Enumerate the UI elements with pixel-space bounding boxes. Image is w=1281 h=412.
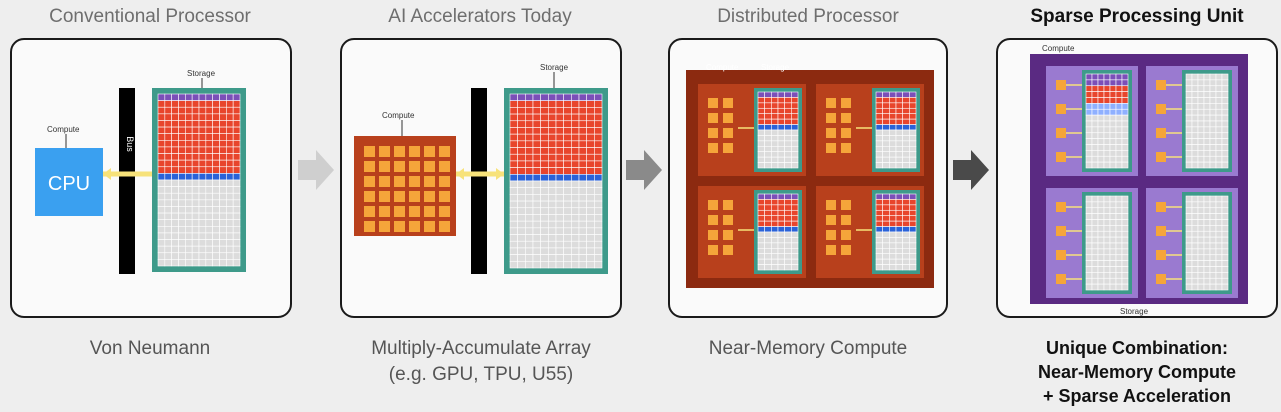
caption-line: Unique Combination: xyxy=(1046,338,1228,358)
sparse-tiles xyxy=(1046,66,1238,298)
storage-memory-block xyxy=(152,88,246,272)
compute-label: Compute xyxy=(47,125,80,134)
distributed-processor-panel: Compute Storage xyxy=(668,38,948,318)
caption-line: Von Neumann xyxy=(89,338,211,359)
sparse-diagram: Compute Storage xyxy=(1030,44,1248,316)
bus-bar xyxy=(471,88,487,274)
distributed-diagram: Compute Storage xyxy=(686,63,934,288)
stage-2-title: AI Accelerators Today xyxy=(388,6,572,27)
compute-label: Compute xyxy=(1042,44,1075,53)
arrow-1-icon xyxy=(298,150,334,190)
stage-4-caption: Unique Combination: Near-Memory Compute … xyxy=(996,336,1278,408)
accelerator-diagram: Compute Storage xyxy=(354,63,608,274)
cpu-label: CPU xyxy=(48,173,90,195)
compute-label: Compute xyxy=(706,63,739,72)
storage-label: Storage xyxy=(1120,307,1149,316)
distributed-tiles xyxy=(698,84,924,278)
stage-1-caption: Von Neumann xyxy=(10,336,290,362)
caption-line: (e.g. GPU, TPU, U55) xyxy=(388,364,574,385)
conventional-diagram: Compute CPU Bus Storage xyxy=(35,69,246,274)
storage-label: Storage xyxy=(540,63,569,72)
storage-memory-block xyxy=(504,88,608,274)
stage-1-title: Conventional Processor xyxy=(49,6,251,27)
bus-label: Bus xyxy=(125,136,135,152)
bus-bar xyxy=(119,88,135,274)
arrow-3-icon xyxy=(953,150,989,190)
ai-accelerators-panel: Compute Storage xyxy=(340,38,622,318)
stage-3-caption: Near-Memory Compute xyxy=(668,336,948,362)
compute-label: Compute xyxy=(382,111,415,120)
sparse-processing-unit-panel: Compute Storage xyxy=(996,38,1278,318)
arrow-2-icon xyxy=(626,150,662,190)
conventional-processor-panel: Compute CPU Bus Storage xyxy=(10,38,292,318)
caption-line: Near-Memory Compute xyxy=(708,338,908,359)
caption-line: Near-Memory Compute xyxy=(1037,362,1237,382)
stage-4-title: Sparse Processing Unit xyxy=(1030,6,1244,27)
caption-line: Multiply-Accumulate Array xyxy=(371,338,591,359)
caption-line: + Sparse Acceleration xyxy=(1043,386,1231,406)
storage-label: Storage xyxy=(187,69,216,78)
storage-label: Storage xyxy=(761,63,790,72)
cpu-block xyxy=(35,148,103,216)
stage-2-caption: Multiply-Accumulate Array (e.g. GPU, TPU… xyxy=(340,336,622,388)
stage-3-title: Distributed Processor xyxy=(717,6,899,27)
mac-cells xyxy=(364,146,450,232)
